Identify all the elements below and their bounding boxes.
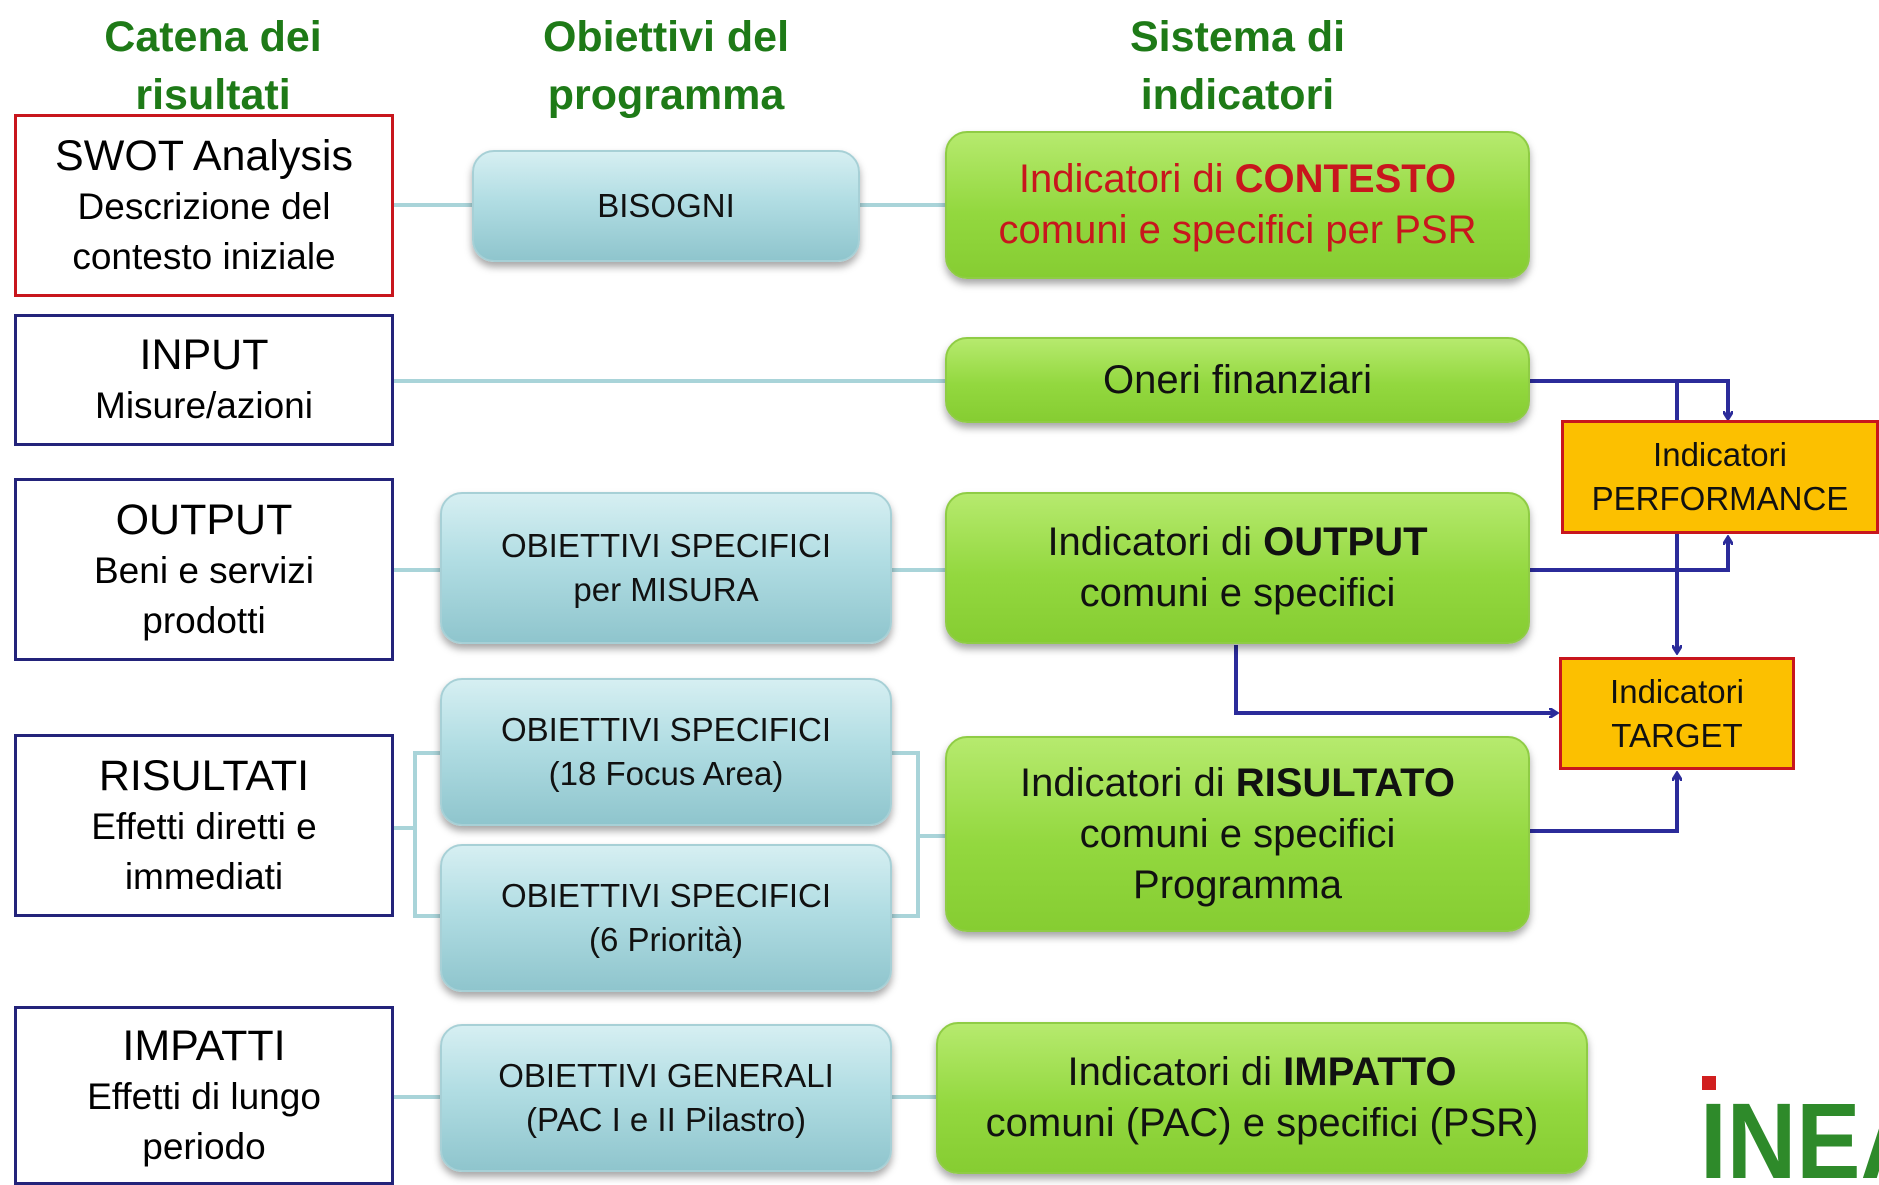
chain-risultati-box: RISULTATI Effetti diretti e immediati [14,734,394,917]
chain-input-box: INPUT Misure/azioni [14,314,394,446]
target-line1: Indicatori [1610,672,1744,710]
indicator-output-prefix: Indicatori di [1047,520,1264,564]
objective-priorita-line2: (6 Priorità) [588,921,744,958]
indicator-impatto-line1: Indicatori di IMPATTO [1068,1047,1457,1098]
objective-bisogni-label: BISOGNI [597,187,735,224]
arrow-risultato-target [1530,774,1677,833]
chain-impatti-sub1: Effetti di lungo [87,1075,321,1117]
chain-swot-sub1: Descrizione del [77,185,331,227]
indicator-contesto-line2: comuni e specifici per PSR [998,208,1477,252]
objective-generali: OBIETTIVI GENERALI (PAC I e II Pilastro) [440,1024,892,1172]
indicator-contesto: Indicatori di CONTESTO comuni e specific… [945,131,1530,279]
chain-swot-title: SWOT Analysis [55,131,353,180]
header-indicatori: Sistema di indicatori [945,8,1530,124]
indicator-output: Indicatori di OUTPUT comuni e specifici [945,492,1530,644]
bracket-right [892,751,945,918]
header-catena-line1: Catena dei [104,13,322,61]
objective-focus-area-line1: OBIETTIVI SPECIFICI [500,711,832,748]
chain-impatti-title: IMPATTI [122,1021,286,1070]
indicator-impatto: Indicatori di IMPATTO comuni (PAC) e spe… [936,1022,1588,1174]
header-obiettivi-line1: Obiettivi del [542,13,790,61]
indicator-oneri-label: Oneri finanziari [1102,357,1372,402]
objective-focus-area-line2: (18 Focus Area) [548,755,784,792]
objective-specifici-misura-line1: OBIETTIVI SPECIFICI [500,527,832,564]
indicator-output-bold: OUTPUT [1263,520,1428,564]
chain-impatti-box: IMPATTI Effetti di lungo periodo [14,1006,394,1185]
objective-generali-line2: (PAC I e II Pilastro) [526,1101,806,1138]
indicator-contesto-bold: CONTESTO [1234,157,1457,201]
indicator-risultato: Indicatori di RISULTATO comuni e specifi… [945,736,1530,932]
target-box: Indicatori TARGET [1559,657,1795,770]
inea-logo-dot [1702,1076,1716,1090]
arrow-output-target [1234,645,1556,713]
chain-risultati-sub2: immediati [124,855,284,897]
objective-focus-area: OBIETTIVI SPECIFICI (18 Focus Area) [440,678,892,826]
indicator-oneri: Oneri finanziari [945,337,1530,423]
indicator-contesto-prefix: Indicatori di [1018,157,1235,201]
indicator-output-line2: comuni e specifici [1079,571,1396,615]
indicator-risultato-prefix: Indicatori di [1020,760,1236,805]
header-obiettivi-line2: programma [547,71,785,119]
indicator-risultato-line1: Indicatori di RISULTATO [1020,758,1455,809]
indicator-impatto-prefix: Indicatori di [1067,1050,1284,1094]
chain-impatti-sub2: periodo [142,1125,266,1167]
header-obiettivi: Obiettivi del programma [440,8,892,124]
objective-specifici-misura: OBIETTIVI SPECIFICI per MISURA [440,492,892,644]
indicator-risultato-line2: comuni e specifici [1079,811,1396,856]
performance-line2: PERFORMANCE [1591,480,1849,517]
chain-risultati-sub1: Effetti diretti e [91,805,317,847]
chain-output-box: OUTPUT Beni e servizi prodotti [14,478,394,661]
objective-priorita-line1: OBIETTIVI SPECIFICI [500,877,832,914]
chain-risultati-title: RISULTATI [98,751,310,800]
chain-input-title: INPUT [139,331,269,379]
chain-output-sub1: Beni e servizi [93,549,315,591]
arrow-oneri-performance [1530,379,1728,418]
performance-box: Indicatori PERFORMANCE [1561,420,1879,534]
target-line2: TARGET [1611,716,1743,754]
chain-output-title: OUTPUT [115,495,293,544]
performance-line1: Indicatori [1653,436,1787,473]
chain-output-sub2: prodotti [142,599,266,641]
indicator-risultato-line3: Programma [1133,862,1342,907]
indicator-impatto-bold: IMPATTO [1283,1050,1457,1094]
header-catena: Catena dei risultati [14,8,412,124]
indicator-risultato-bold: RISULTATO [1235,760,1455,805]
objective-specifici-misura-line2: per MISURA [573,571,759,608]
inea-logo-graphic: INEA [1700,1076,1879,1185]
chain-swot-box: SWOT Analysis Descrizione del contesto i… [14,114,394,297]
objective-bisogni: BISOGNI [472,150,860,262]
objective-generali-line1: OBIETTIVI GENERALI [498,1057,834,1094]
inea-logo: INEA [1700,1070,1879,1185]
chain-input-sub1: Misure/azioni [95,385,313,426]
arrow-output-performance [1530,538,1728,572]
inea-logo-text: INEA [1700,1080,1879,1185]
header-indicatori-line2: indicatori [1140,71,1335,119]
chain-swot-sub2: contesto iniziale [72,235,336,277]
objective-priorita: OBIETTIVI SPECIFICI (6 Priorità) [440,844,892,992]
header-indicatori-line1: Sistema di [1129,13,1346,61]
bracket-left [394,751,440,918]
indicator-output-line1: Indicatori di OUTPUT [1047,517,1427,568]
header-catena-line2: risultati [135,71,291,119]
indicator-contesto-line1: Indicatori di CONTESTO [1019,154,1456,205]
indicator-impatto-line2: comuni (PAC) e specifici (PSR) [985,1101,1539,1145]
